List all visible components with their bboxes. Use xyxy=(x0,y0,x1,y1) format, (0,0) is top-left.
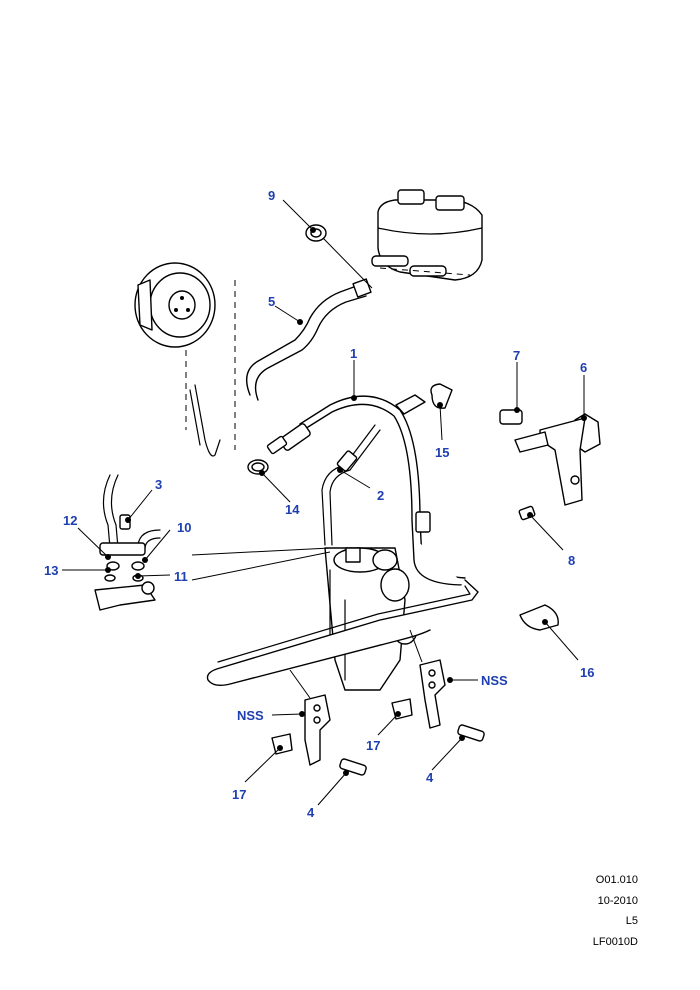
callout-12: 12 xyxy=(63,513,77,528)
callout-nss-right: NSS xyxy=(481,673,508,688)
revision-date: 10-2010 xyxy=(597,894,638,907)
callout-11: 11 xyxy=(174,569,188,584)
bolt-4-right xyxy=(457,724,485,742)
return-hose xyxy=(189,278,372,457)
bolt-4-left xyxy=(339,758,367,776)
fluid-reservoir xyxy=(371,189,483,281)
drawing-reference-block: O01.010 10-2010 L5 LF0010D xyxy=(593,870,638,952)
callout-4-right: 4 xyxy=(426,770,434,785)
clip-16 xyxy=(519,604,559,631)
callout-6: 6 xyxy=(580,360,587,375)
pump-pulley xyxy=(134,262,236,450)
callout-10: 10 xyxy=(177,520,191,535)
nut-clip-17-left xyxy=(271,733,293,755)
callout-14: 14 xyxy=(285,502,300,517)
callout-8: 8 xyxy=(568,553,575,568)
callout-9: 9 xyxy=(268,188,275,203)
callout-nss-left: NSS xyxy=(237,708,264,723)
callout-2: 2 xyxy=(377,488,384,503)
pipe-union-assembly xyxy=(94,474,161,611)
callout-1: 1 xyxy=(350,346,357,361)
o-ring-14 xyxy=(247,459,269,475)
cooler-loop xyxy=(206,579,479,687)
callout-13: 13 xyxy=(44,563,58,578)
bracket-nss-right xyxy=(419,659,446,729)
leader-lines xyxy=(62,199,587,806)
clip-15 xyxy=(430,383,453,409)
callout-7: 7 xyxy=(513,348,520,363)
callout-15: 15 xyxy=(435,445,449,460)
callout-17-left: 17 xyxy=(232,787,246,802)
callout-3: 3 xyxy=(155,477,162,492)
pressure-hose xyxy=(266,394,466,586)
callout-17-right: 17 xyxy=(366,738,380,753)
illustration-number: LF0010D xyxy=(592,935,638,948)
bracket-assembly xyxy=(499,409,601,521)
callout-5: 5 xyxy=(268,294,275,309)
callout-4-left: 4 xyxy=(307,805,315,820)
bracket-nss-left xyxy=(304,694,331,766)
nut-clip-17-right xyxy=(391,698,413,720)
callout-16: 16 xyxy=(580,665,594,680)
model-code: L5 xyxy=(625,915,638,927)
reference-code: O01.010 xyxy=(595,874,638,886)
